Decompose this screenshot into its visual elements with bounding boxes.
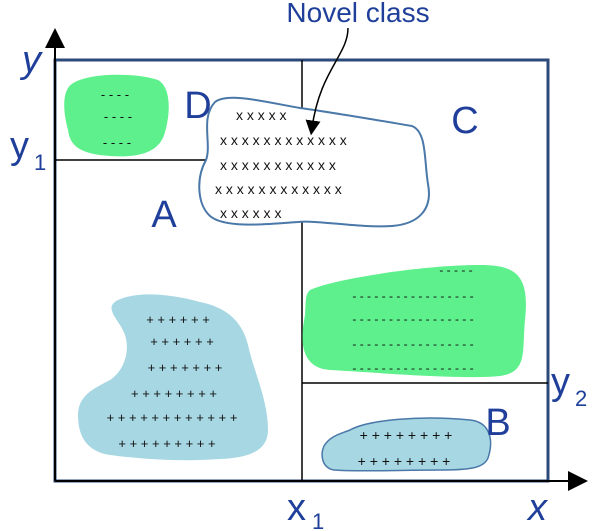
x-axis-label: x: [526, 487, 549, 529]
plus-left-row: + + + + + +: [150, 334, 214, 349]
novel-row: x x x x x x x x x x x x: [215, 181, 342, 197]
green-right-row: - - - - - - - - - - - - - - - - -: [352, 312, 473, 326]
cluster-green-right: [302, 265, 526, 378]
y1-subscript: 1: [34, 150, 46, 175]
cluster-plus-bottom: [321, 417, 492, 472]
plus-bottom-row: + + + + + + + +: [358, 453, 451, 469]
y1-threshold-label: y 1: [10, 125, 46, 175]
region-a-label: A: [151, 194, 177, 236]
x1-threshold-label: x 1: [287, 487, 324, 531]
x1-symbol: x: [287, 487, 306, 529]
y2-symbol: y: [551, 361, 570, 403]
novel-class-label: Novel class: [286, 0, 429, 28]
y2-threshold-label: y 2: [551, 361, 587, 411]
cluster-plus-left: [78, 294, 268, 461]
green-right-row: - - - - - - - - - - - - - - - - -: [352, 337, 473, 351]
y-axis-label: y: [19, 39, 43, 81]
plus-left-row: + + + + + + + +: [131, 386, 217, 401]
green-top-left-row: - - - -: [101, 87, 129, 102]
plus-left-row: + + + + + + + + + + + +: [107, 410, 238, 425]
region-c-label: C: [451, 100, 478, 142]
novel-row: x x x x x x: [220, 205, 281, 221]
green-right-row: - - - - - - - - - - - - - - - - -: [352, 289, 473, 303]
novel-row: x x x x x x x x x x x: [220, 157, 336, 173]
x1-subscript: 1: [312, 509, 324, 531]
plus-left-row: + + + + + +: [146, 312, 210, 327]
novel-row: x x x x x: [236, 107, 287, 123]
green-top-left-row: - - - -: [103, 135, 131, 150]
green-top-left-marks: - - - - - - - - - - - -: [101, 87, 132, 150]
y1-symbol: y: [10, 125, 29, 167]
novel-class-arrow: [305, 27, 349, 136]
cluster-green-top-left: [64, 74, 169, 157]
green-right-row: - - - - -: [439, 263, 472, 277]
cluster-novel-class: [198, 96, 430, 228]
plus-bottom-row: + + + + + + + +: [360, 427, 453, 443]
novel-class-marks: x x x x x x x x x x x x x x x x x x x x …: [215, 107, 347, 221]
plus-left-row: + + + + + + + + +: [118, 436, 215, 451]
green-right-row: - - - - - - - - - - - - - - - - -: [352, 361, 473, 375]
green-right-marks: - - - - - - - - - - - - - - - - - - - - …: [352, 263, 473, 375]
region-b-label: B: [485, 402, 510, 444]
plus-left-row: + + + + + + +: [148, 360, 223, 375]
novel-row: x x x x x x x x x x x x: [220, 132, 347, 148]
plus-left-marks: + + + + + + + + + + + + + + + + + + + + …: [107, 312, 238, 451]
region-d-label: D: [184, 85, 211, 127]
green-top-left-row: - - - -: [104, 109, 132, 124]
y2-subscript: 2: [575, 386, 587, 411]
plus-bottom-marks: + + + + + + + + + + + + + + + +: [358, 427, 453, 469]
